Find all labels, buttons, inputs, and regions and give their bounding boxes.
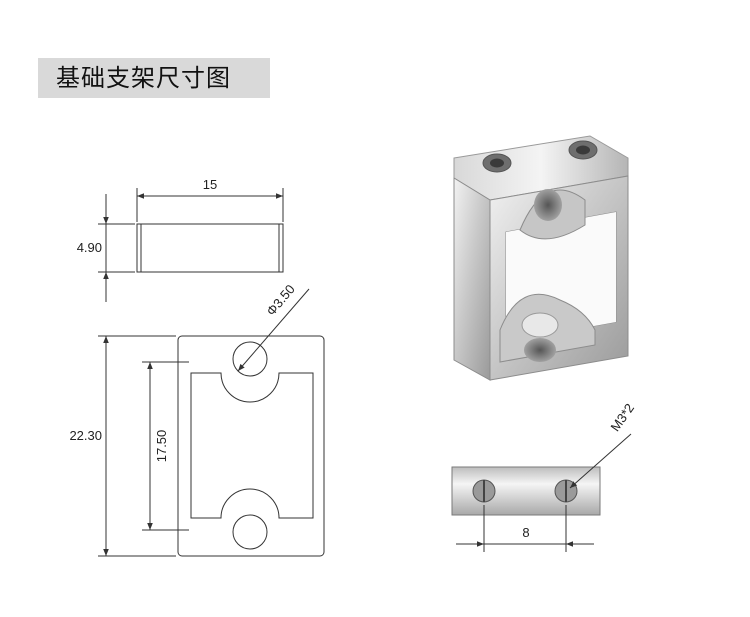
title-banner: 基础支架尺寸图 [38,58,270,98]
dim-label-thread: M3*2 [607,401,637,434]
front-view-hole-bottom [232,514,268,550]
page-title: 基础支架尺寸图 [56,64,231,92]
leader-thread [569,433,632,489]
dim-label-width: 15 [203,177,217,192]
front-view [98,288,325,557]
side-view [98,188,284,302]
leader-hole-diameter [237,288,310,372]
front-view-outer [177,335,325,557]
front-view-hole-top [232,341,268,377]
product-photo [453,135,629,381]
dim-label-spacing: 8 [522,525,529,540]
front-view-window [190,372,314,519]
bottom-view [451,466,601,516]
dim-label-outer-height: 22.30 [69,428,102,443]
dim-label-hole-diameter: Φ3.50 [263,282,297,319]
dim-label-inner-height: 17.50 [154,430,169,463]
bottom-view-dimensions [456,433,632,552]
side-view-body [136,223,284,273]
dim-label-height: 4.90 [77,240,102,255]
